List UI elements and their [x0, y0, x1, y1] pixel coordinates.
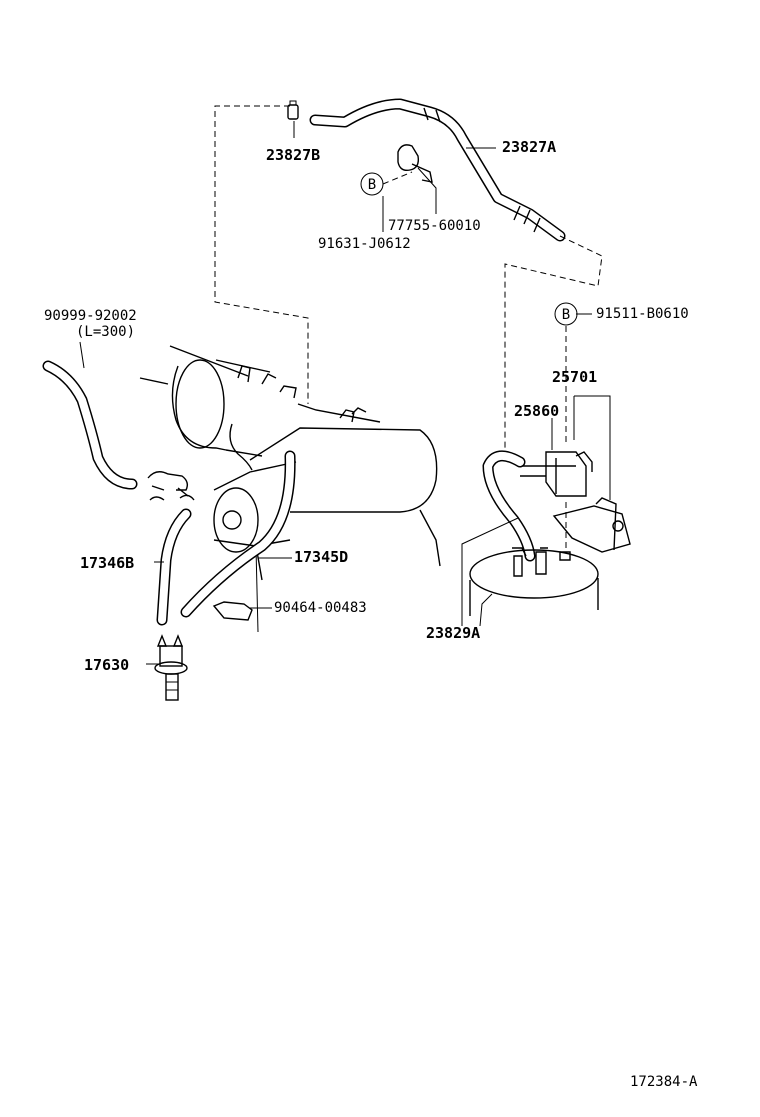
- vsv-25860[interactable]: [520, 451, 593, 497]
- charcoal-canister: [469, 547, 599, 616]
- clamp-90464[interactable]: [212, 601, 253, 621]
- label-17346b[interactable]: 17346B: [80, 554, 134, 572]
- label-25701[interactable]: 25701: [552, 368, 597, 386]
- label-91511-b0610[interactable]: 91511-B0610: [596, 306, 689, 322]
- label-23827a[interactable]: 23827A: [502, 138, 556, 156]
- svg-text:B: B: [562, 307, 570, 323]
- assembly-dashed-lines: [214, 105, 603, 550]
- label-17345d[interactable]: 17345D: [294, 548, 348, 566]
- label-90464-00483[interactable]: 90464-00483: [274, 600, 367, 616]
- label-77755-60010[interactable]: 77755-60010: [388, 218, 481, 234]
- hose-90999[interactable]: [42, 360, 138, 490]
- hose-17346b[interactable]: [156, 508, 192, 626]
- connector-23827b[interactable]: [287, 100, 299, 120]
- valve-17630[interactable]: [154, 634, 188, 701]
- bolt-marker-b-2[interactable]: B: [554, 302, 578, 326]
- hose-clip: [147, 471, 195, 501]
- diagram-number: 172384-A: [630, 1074, 698, 1090]
- pipe-23827a[interactable]: [309, 98, 566, 242]
- callout-leaders: [79, 121, 611, 665]
- label-91631-j0612[interactable]: 91631-J0612: [318, 236, 411, 252]
- hose-23829a[interactable]: [482, 450, 536, 562]
- bolt-marker-b-1[interactable]: B: [360, 172, 384, 196]
- label-25860[interactable]: 25860: [514, 402, 559, 420]
- clamp-77755[interactable]: [397, 144, 433, 183]
- hose-17345d[interactable]: [180, 450, 296, 618]
- label-90999-92002[interactable]: 90999-92002: [44, 308, 137, 324]
- label-23829a[interactable]: 23829A: [426, 624, 480, 642]
- svg-text:B: B: [368, 177, 376, 193]
- label-hose-length: (L=300): [76, 324, 135, 340]
- engine-block: [139, 345, 441, 633]
- bracket-25701[interactable]: [552, 497, 631, 553]
- label-23827b[interactable]: 23827B: [266, 146, 320, 164]
- label-17630[interactable]: 17630: [84, 656, 129, 674]
